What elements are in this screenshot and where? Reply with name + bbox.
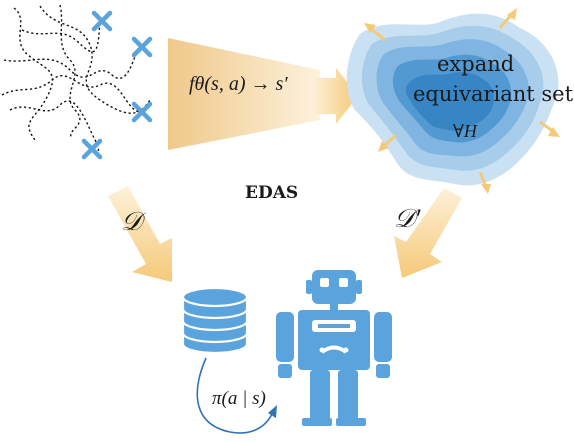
trajectory-7 [59, 4, 81, 139]
expansion-arrow-icon [539, 120, 560, 137]
dataset-arrow-right [394, 188, 462, 278]
trajectory-1 [13, 7, 54, 141]
expansion-arrows [364, 8, 560, 194]
dataset-database-icon [181, 286, 249, 355]
dataset-label: 𝒟 [121, 207, 142, 236]
expansion-arrow-icon [478, 171, 491, 194]
expand-label-line1: expand [437, 52, 515, 76]
expansion-arrow-icon [364, 23, 386, 42]
transition-label: fθ(s, a) → s′ [189, 73, 288, 95]
x-markers [81, 10, 153, 160]
funnel-arrow [312, 68, 358, 124]
equivariant-set-blob [346, 13, 559, 186]
trajectory-2 [39, 5, 151, 114]
policy-label: π(a | s) [212, 388, 266, 409]
policy-curve-arrow [196, 357, 273, 434]
policy-arrowhead-icon [268, 405, 277, 418]
robot-icon [276, 270, 392, 426]
dataset-arrow-left [108, 186, 172, 282]
trajectory-5 [21, 19, 101, 53]
model-funnel [168, 38, 320, 150]
x-marker-icon [131, 36, 153, 58]
group-label: ∀H [453, 121, 477, 141]
dataset-prime-label: 𝒟′ [394, 204, 421, 233]
trajectory-4 [9, 100, 100, 154]
expansion-arrow-icon [378, 133, 398, 152]
expansion-arrow-icon [498, 8, 517, 29]
trajectory-3 [3, 44, 141, 79]
method-label: EDAS [245, 183, 299, 203]
x-marker-icon [91, 10, 113, 32]
x-marker-icon [131, 101, 153, 123]
expand-label-line2: equivariant set [413, 82, 574, 106]
x-marker-icon [81, 138, 103, 160]
trajectories [1, 4, 151, 154]
